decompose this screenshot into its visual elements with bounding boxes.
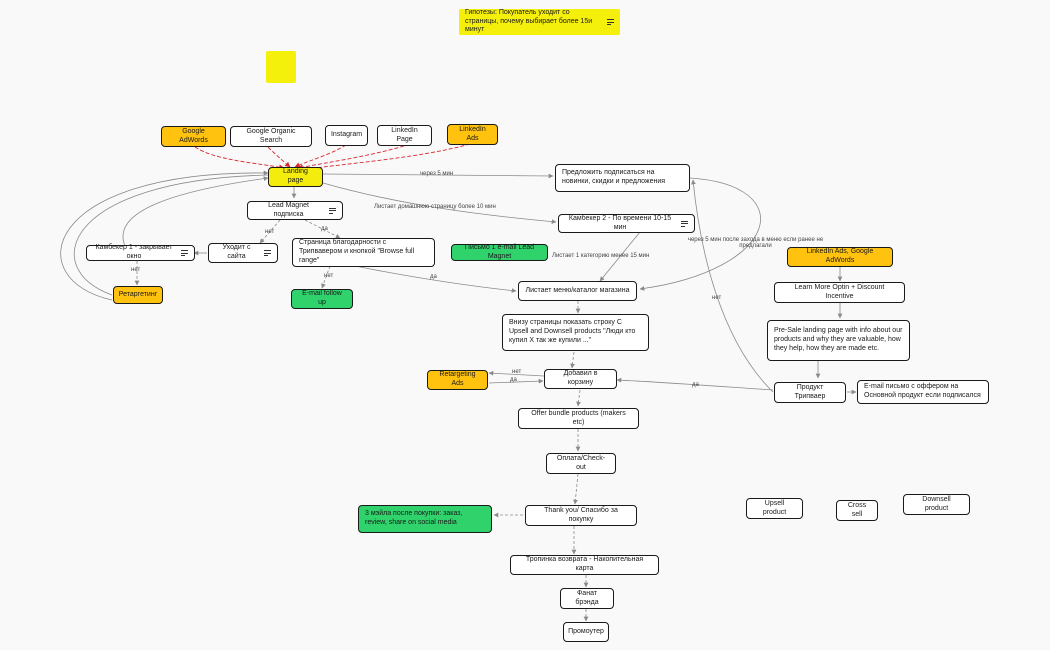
node-added-to-cart[interactable]: Добавил в корзину [544, 369, 617, 389]
edge-linkedinpage-landing [297, 145, 405, 170]
node-cambeker-2[interactable]: Камбекер 2 - По времени 10-15 мин [558, 214, 695, 233]
node-retargeting[interactable]: Ретаргетинг [113, 286, 163, 304]
node-email-offer-label: E-mail письмо с оффером на Основной прод… [864, 383, 981, 399]
edge-upsell-cart [570, 351, 575, 369]
node-instagram[interactable]: Instagram [325, 125, 368, 146]
node-cambeker-2-label: Камбекер 2 - По времени 10-15 мин [568, 214, 672, 231]
node-browse-catalog[interactable]: Листает меню/каталог магазина [518, 281, 637, 301]
node-google-organic-search[interactable]: Google Organic Search [230, 126, 312, 147]
node-three-emails[interactable]: 3 мэйла после покупки: заказ, review, sh… [358, 505, 492, 533]
node-letter-lead-magnet[interactable]: Письмо 1 e-mail Lead Magnet [451, 244, 548, 261]
node-leaves-site[interactable]: Уходит с сайта [208, 243, 278, 263]
menu-icon[interactable] [607, 18, 614, 27]
edge-label-no-2: нет [131, 267, 141, 273]
edge-checkout-thanks [573, 473, 579, 505]
edge-label-yes-3: да [510, 377, 517, 383]
node-thank-you-page-label: Страница благодарности с Трипвавером и к… [299, 239, 415, 264]
node-presale-landing[interactable]: Pre-Sale landing page with info about ou… [767, 320, 910, 361]
node-presale-landing-label: Pre-Sale landing page with info about ou… [774, 327, 903, 352]
edge-label-no-4: нет [712, 295, 722, 301]
node-thank-you-page[interactable]: Страница благодарности с Трипвавером и к… [292, 238, 435, 267]
edge-cart-bundle [576, 389, 581, 407]
hypothesis-text: Гипотезы: Покупатель уходит со страницы,… [465, 8, 593, 34]
node-upsell-row-label: Внизу страницы показать строку С Upsell … [509, 319, 636, 344]
node-lead-magnet-label: Lead Magnet подписка [268, 201, 309, 218]
menu-icon[interactable] [681, 219, 688, 228]
menu-icon[interactable] [264, 249, 271, 258]
edge-adwords-landing [194, 146, 285, 170]
node-cambeker-1-label: Камбекер 1 - закрывает окно [95, 244, 173, 260]
edge-label-after-5-min-menu: через 5 мин после захода в меню если ран… [687, 237, 824, 249]
node-offer-bundle[interactable]: Offer bundle products (makers etc) [518, 408, 639, 429]
menu-icon[interactable] [329, 206, 336, 215]
empty-sticky-note[interactable] [266, 51, 296, 83]
node-three-emails-label: 3 мэйла после покупки: заказ, review, sh… [365, 510, 463, 526]
edge-retargeting-loop-b [60, 170, 269, 301]
node-linkedin-google-ads[interactable]: LinkedIn Ads, Google AdWords [787, 247, 893, 267]
edge-retargeting-loop-a [73, 174, 269, 296]
edge-label-after-5-min: через 5 мин [420, 171, 454, 177]
edge-label-no-1: нет [265, 229, 275, 235]
edge-label-yes-2: да [430, 274, 437, 280]
edge-instagram-landing [294, 144, 347, 168]
edge-label-no-3: нет [324, 273, 334, 279]
node-google-adwords[interactable]: Google AdWords [161, 126, 226, 147]
node-brand-fan[interactable]: Фанат брэнда [560, 588, 614, 609]
hypothesis-sticky-note[interactable]: Гипотезы: Покупатель уходит со страницы,… [459, 9, 620, 35]
edge-label-no-5: нет [512, 369, 522, 375]
node-cambeker-1[interactable]: Камбекер 1 - закрывает окно [86, 244, 195, 261]
edge-label-yes-1: да [321, 226, 328, 232]
edge-tripwire-subscribe [691, 179, 774, 393]
node-lead-magnet[interactable]: Lead Magnet подписка [247, 201, 343, 220]
node-checkout[interactable]: Оплата/Check-out [546, 453, 616, 474]
node-tripwire-product[interactable]: Продукт Трипваер [774, 382, 846, 403]
node-linkedin-page[interactable]: LinkedIn Page [377, 125, 432, 146]
node-downsell-product[interactable]: Downsell product [903, 494, 970, 515]
menu-icon[interactable] [181, 249, 188, 258]
node-landing-page[interactable]: Landing page [268, 167, 323, 187]
node-subscribe-offer-label: Предложить подписаться на новинки, скидк… [562, 169, 666, 185]
edge-landing-cambeker2 [322, 182, 557, 224]
node-upsell-product[interactable]: Upsell product [746, 498, 803, 519]
edge-label-yes-4: да [692, 382, 699, 388]
node-learn-more-optin[interactable]: Learn More Optin + Discount Incentive [774, 282, 905, 303]
node-upsell-row[interactable]: Внизу страницы показать строку С Upsell … [502, 314, 649, 351]
node-return-path[interactable]: Тропинка возврата - Накопительная карта [510, 555, 659, 575]
node-leaves-site-label: Уходит с сайта [222, 244, 251, 260]
node-subscribe-offer[interactable]: Предложить подписаться на новинки, скидк… [555, 164, 690, 192]
edge-organic-landing [267, 146, 291, 168]
edge-subscribe-loop [639, 177, 761, 291]
node-linkedin-ads[interactable]: LinkedIn Ads [447, 124, 498, 145]
node-email-offer[interactable]: E-mail письмо с оффером на Основной прод… [857, 380, 989, 404]
edge-linkedinads-landing [299, 143, 471, 173]
edge-label-browses-home: Листает домашнюю страницу более 10 мин [374, 204, 496, 210]
node-thank-you-purchase[interactable]: Thank you/ Спасибо за покупку [525, 505, 637, 526]
node-promoter[interactable]: Промоутер [563, 622, 609, 642]
node-cross-sell[interactable]: Cross sell [836, 500, 878, 521]
node-retargeting-ads[interactable]: Retargeting Ads [427, 370, 488, 390]
node-email-follow-up[interactable]: E-mail follow up [291, 289, 353, 309]
edge-label-browses-category: Листает 1 категорию менее 15 мин [552, 253, 650, 259]
